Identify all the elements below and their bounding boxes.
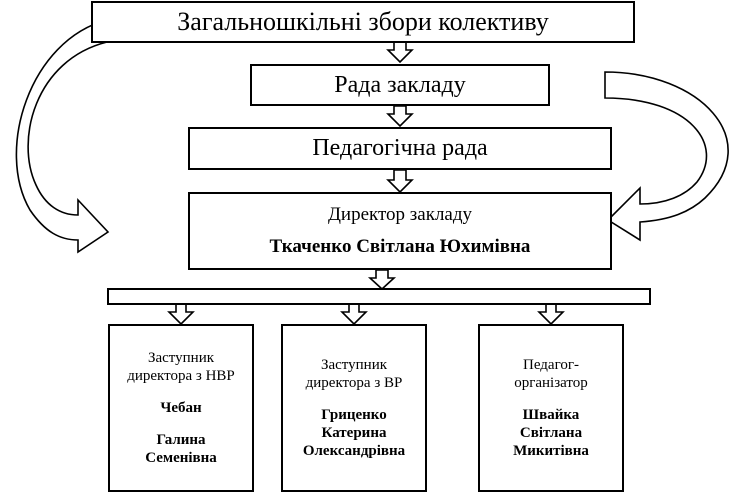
deputy-1-title-line2: директора з НВР [127, 368, 235, 384]
deputy-3-name-line1: Швайка [522, 407, 580, 423]
down-arrow-2 [386, 105, 414, 128]
down-arrow-3 [386, 169, 414, 194]
council-box: Рада закладу [250, 64, 550, 106]
left-curved-arrow [15, 18, 110, 254]
deputy-3-name-line3: Микитівна [513, 443, 589, 459]
deputy-2-name-line1: Гриценко [321, 407, 387, 423]
director-name: Ткаченко Світлана Юхимівна [269, 236, 531, 257]
deputy-1-name-line3: Семенівна [145, 450, 217, 466]
deputy-box-2: Заступник директора з ВР Гриценко Катери… [281, 324, 427, 492]
deputy-1-title-line1: Заступник [147, 350, 215, 366]
deputy-2-title-line2: директора з ВР [305, 375, 403, 391]
deputy-3-title-line2: організатор [514, 375, 588, 391]
deputy-box-3: Педагог- організатор Швайка Світлана Мик… [478, 324, 624, 492]
general-meeting-box: Загальношкільні збори колективу [91, 1, 635, 43]
pedagogical-council-box: Педагогічна рада [188, 127, 612, 170]
deputy-1-name-line2: Галина [156, 432, 206, 448]
deputy-2-title-line1: Заступник [320, 357, 388, 373]
deputy-3-name-line2: Світлана [519, 425, 583, 441]
distribution-bar [107, 288, 651, 305]
deputy-2-name-line3: Олександрівна [302, 443, 406, 459]
down-arrow-5 [167, 303, 195, 326]
director-box: Директор закладу Ткаченко Світлана Юхимі… [188, 192, 612, 270]
council-label: Рада закладу [334, 71, 466, 98]
down-arrow-6 [340, 303, 368, 326]
pedagogical-council-label: Педагогічна рада [312, 135, 488, 161]
deputy-box-1: Заступник директора з НВР Чебан Галина С… [108, 324, 254, 492]
right-curved-arrow [604, 71, 729, 242]
down-arrow-1 [386, 41, 414, 64]
deputy-3-title-line1: Педагог- [522, 357, 579, 373]
general-meeting-label: Загальношкільні збори колективу [177, 7, 549, 36]
deputy-2-name-line2: Катерина [321, 425, 387, 441]
deputy-1-name-line1: Чебан [160, 400, 202, 416]
down-arrow-7 [537, 303, 565, 326]
down-arrow-4 [367, 269, 397, 291]
director-title: Директор закладу [327, 204, 473, 225]
